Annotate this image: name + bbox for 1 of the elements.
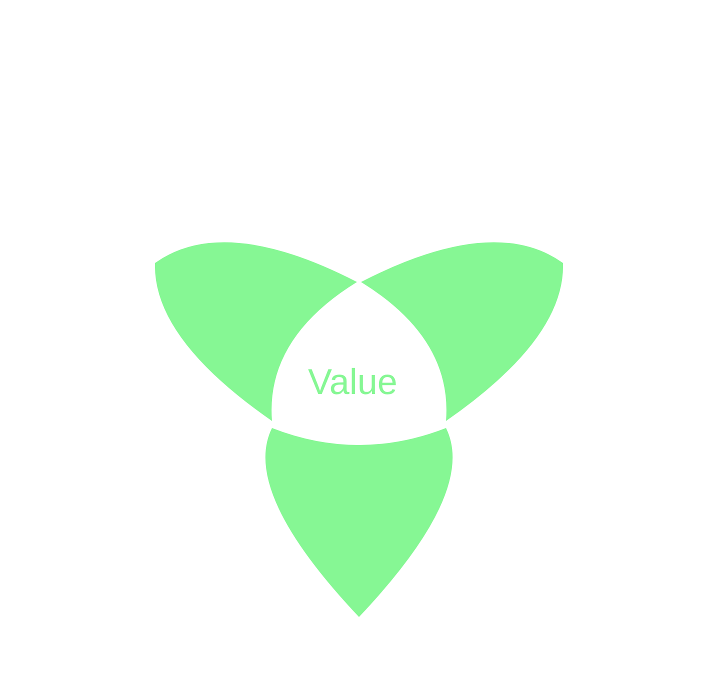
center-label: Value bbox=[308, 362, 398, 402]
